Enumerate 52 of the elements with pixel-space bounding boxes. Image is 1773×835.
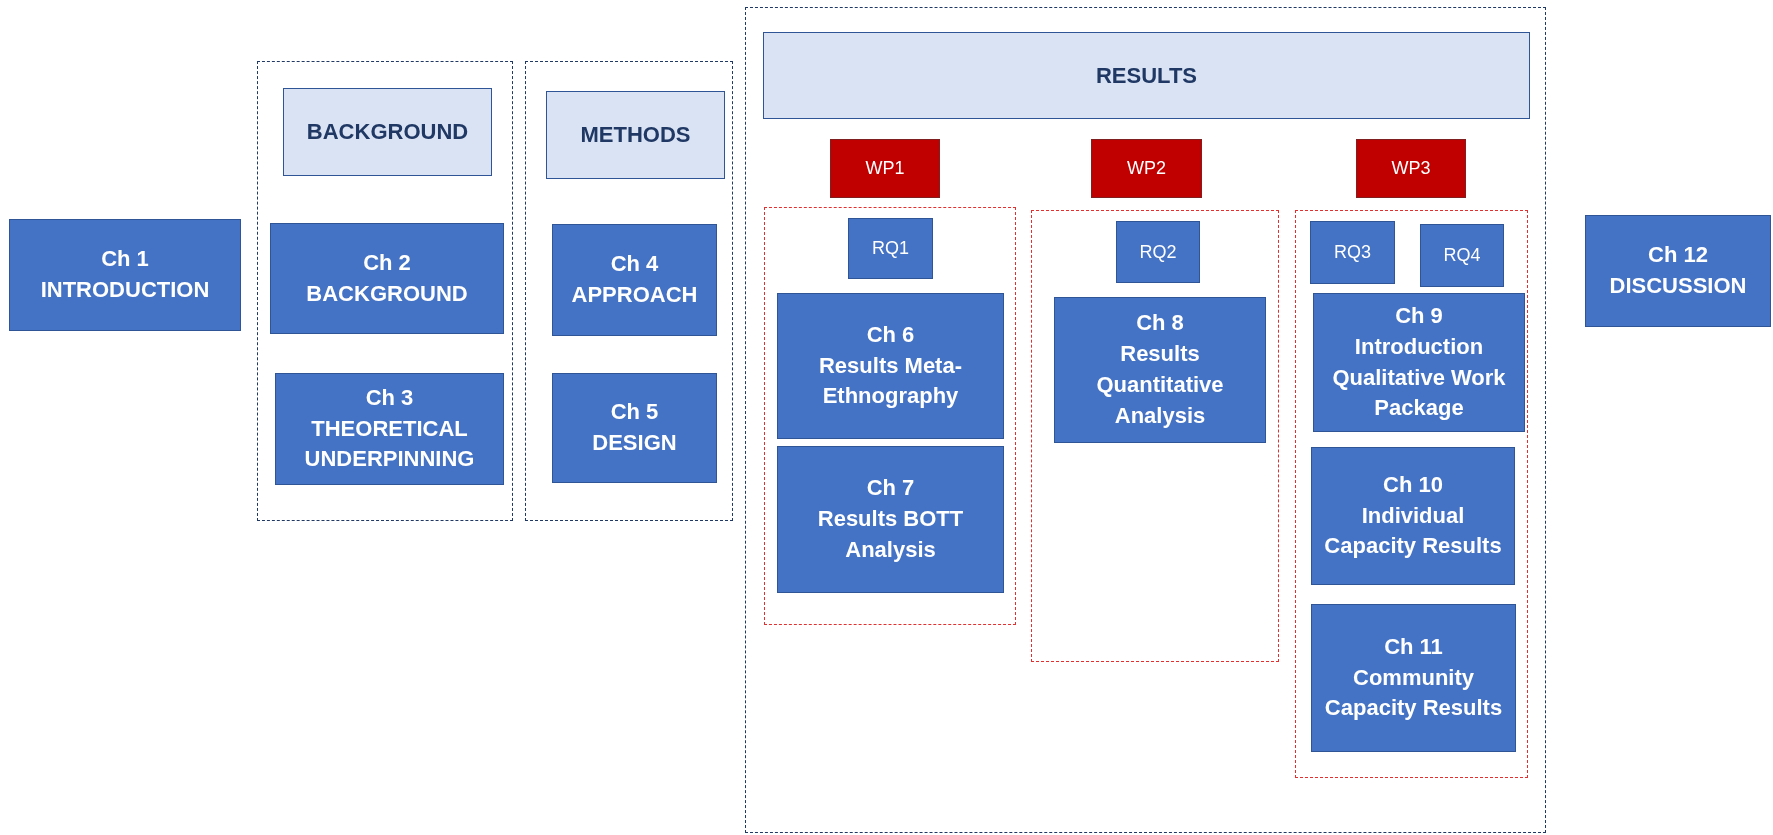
chapter-box (552, 224, 717, 336)
dashed-group-frame (257, 61, 513, 521)
chapter-box (9, 219, 241, 331)
chapter-box (270, 223, 504, 334)
chapter-number: Ch 7 (866, 474, 915, 503)
chapter-title: Community Capacity Results (1323, 663, 1504, 723)
chapter-box (777, 293, 1004, 439)
dashed-group-frame (1295, 210, 1528, 778)
chapter-title: Results Quantitative Analysis (1095, 340, 1225, 430)
dashed-group-frame (1031, 210, 1279, 662)
chapter-title: BACKGROUND (306, 279, 468, 308)
chapter-box (1054, 297, 1266, 443)
chapter-title: DISCUSSION (1609, 272, 1747, 300)
work-package-box: WP2 (1091, 139, 1202, 198)
chapter-box (1311, 604, 1516, 752)
chapter-number: Ch 6 (866, 320, 915, 349)
chapter-box (777, 446, 1004, 593)
dashed-group-frame (764, 207, 1016, 625)
dashed-group-frame (745, 7, 1546, 833)
work-package-box: WP1 (830, 139, 940, 198)
chapter-title: DESIGN (592, 429, 677, 457)
chapter-number: Ch 2 (363, 248, 411, 277)
research-question-box: RQ3 (1310, 221, 1395, 284)
chapter-number: Ch 11 (1384, 632, 1443, 661)
chapter-box (552, 373, 717, 483)
chapter-title: THEORETICAL UNDERPINNING (303, 414, 476, 474)
chapter-title: Results BOTT Analysis (816, 505, 965, 564)
chapter-box (275, 373, 504, 485)
chapter-number: Ch 4 (610, 250, 659, 279)
chapter-box (1311, 447, 1515, 585)
chapter-number: Ch 9 (1395, 301, 1443, 330)
research-question-box: RQ2 (1116, 221, 1200, 283)
chapter-number: Ch 1 (101, 245, 149, 274)
section-heading-box: RESULTS (763, 32, 1530, 119)
dashed-group-frame (525, 61, 733, 521)
chapter-box (1313, 293, 1525, 432)
chapter-title: Results Meta-Ethnography (817, 351, 963, 411)
research-question-box: RQ4 (1420, 224, 1504, 287)
chapter-number: Ch 10 (1383, 470, 1443, 499)
section-heading-box: METHODS (546, 91, 725, 179)
chapter-title: APPROACH (571, 281, 698, 309)
chapter-title: Individual Capacity Results (1323, 501, 1503, 561)
chapter-title: Introduction Qualitative Work Package (1331, 332, 1507, 423)
work-package-box: WP3 (1356, 139, 1466, 198)
chapter-number: Ch 5 (610, 398, 659, 427)
chapter-number: Ch 3 (365, 383, 414, 412)
chapter-number: Ch 8 (1136, 309, 1184, 338)
chapter-box (1585, 215, 1771, 327)
research-question-box: RQ1 (848, 218, 933, 279)
section-heading-box: BACKGROUND (283, 88, 492, 176)
chapter-title: INTRODUCTION (40, 276, 210, 304)
chapter-number: Ch 12 (1648, 241, 1708, 270)
